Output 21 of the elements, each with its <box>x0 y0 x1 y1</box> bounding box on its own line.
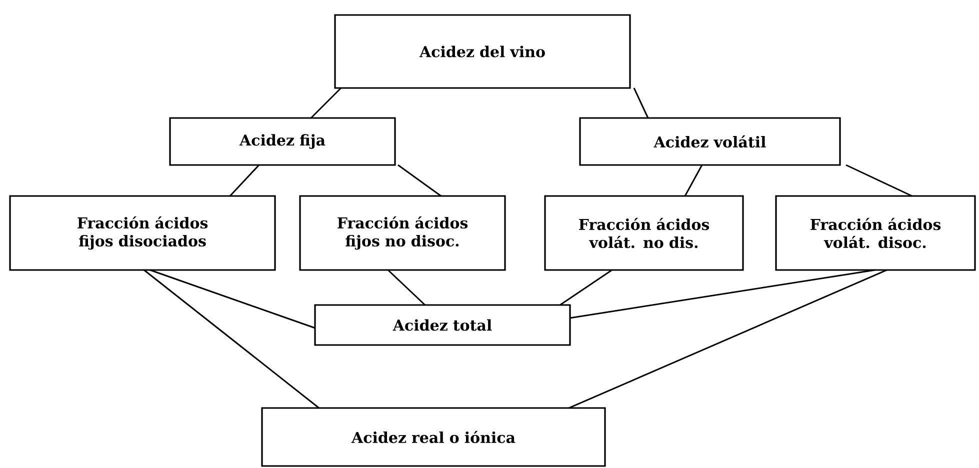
concept-box: Acidez fija <box>169 117 396 166</box>
concept-box: Fracción ácidos fijos no disoc. <box>299 195 506 271</box>
connector-line <box>398 164 442 197</box>
concept-box: Fracción ácidos volát. disoc. <box>775 195 976 271</box>
connector-line <box>310 87 342 119</box>
connector-line <box>229 164 260 196</box>
concept-box: Fracción ácidos volát. no dis. <box>544 195 744 271</box>
connector-line <box>568 269 888 409</box>
connector-line <box>388 269 426 306</box>
concept-box: Acidez volátil <box>579 117 841 166</box>
connector-line <box>570 269 876 319</box>
connector-line <box>633 88 649 118</box>
concept-box: Fracción ácidos fijos disociados <box>9 195 276 271</box>
connector-line <box>846 164 912 197</box>
concept-box: Acidez real o iónica <box>261 407 606 467</box>
connector-line <box>560 269 612 306</box>
concept-box: Acidez total <box>314 304 571 346</box>
connector-line <box>144 269 320 409</box>
concept-box: Acidez del vino <box>334 14 631 89</box>
connector-line <box>684 164 703 196</box>
connector-line <box>150 269 316 329</box>
